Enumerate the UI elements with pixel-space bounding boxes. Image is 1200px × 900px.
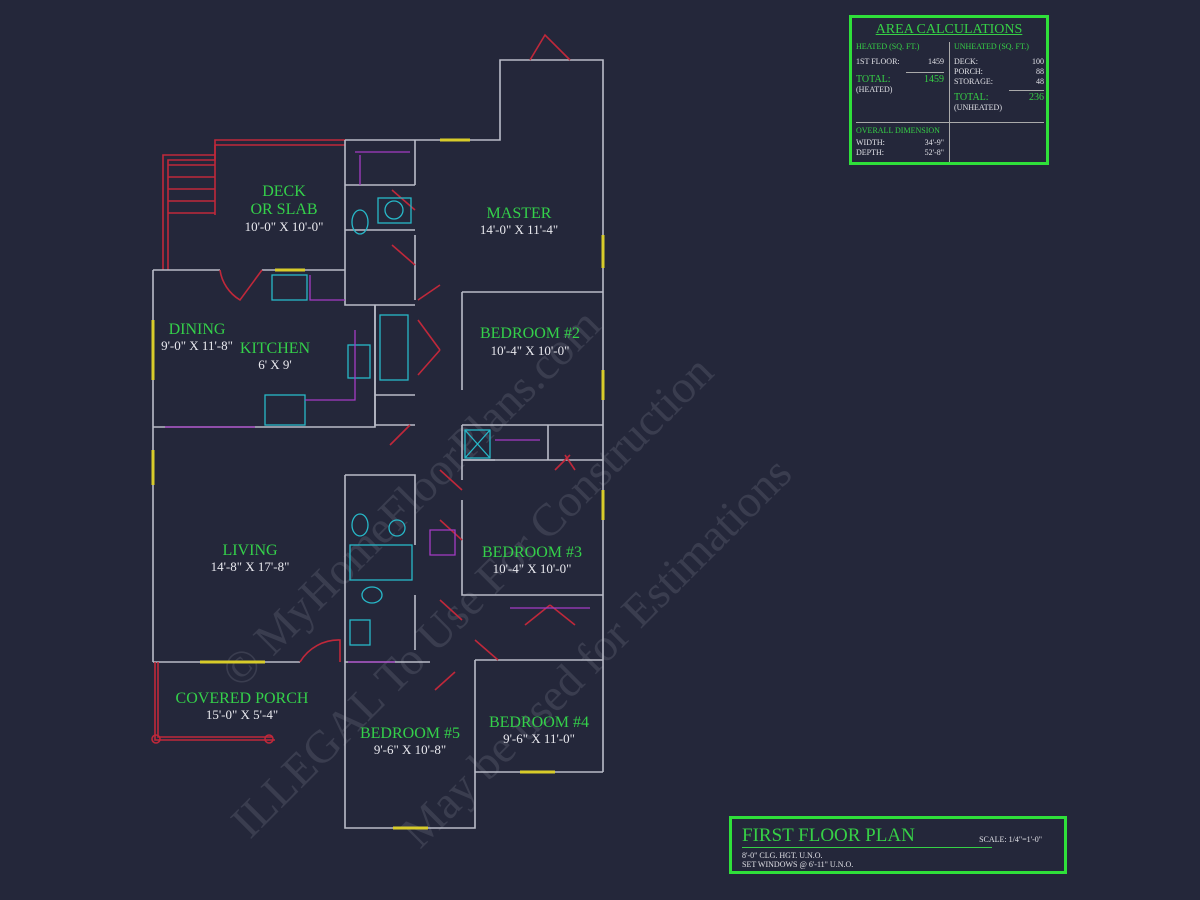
room-dim-bedroom4: 9'-6" X 11'-0" bbox=[503, 731, 575, 746]
unheated-total-label: TOTAL: bbox=[954, 92, 989, 103]
room-dim-bedroom2: 10'-4" X 10'-0" bbox=[491, 343, 570, 358]
unheated-total-sub: (UNHEATED) bbox=[954, 103, 1002, 112]
value: 88 bbox=[1036, 67, 1044, 76]
unheated-row: PORCH: 88 bbox=[954, 67, 1044, 77]
width-label: WIDTH: bbox=[856, 138, 885, 147]
room-name-bedroom2: BEDROOM #2 bbox=[480, 325, 580, 342]
depth-value: 52'-8" bbox=[924, 148, 944, 157]
heated-total-sub: (HEATED) bbox=[856, 85, 893, 94]
room-alt-deck: OR SLAB bbox=[250, 201, 317, 218]
unheated-header: UNHEATED (SQ. FT.) bbox=[954, 42, 1029, 51]
heated-total: 1459 bbox=[924, 74, 944, 85]
heated-row: 1ST FLOOR: 1459 bbox=[856, 57, 944, 67]
dimension-header: OVERALL DIMENSION bbox=[856, 126, 940, 135]
heated-total-label: TOTAL: bbox=[856, 74, 891, 85]
value: 48 bbox=[1036, 77, 1044, 86]
room-name-dining: DINING bbox=[169, 321, 226, 338]
fixtures bbox=[165, 151, 590, 663]
deck-outline bbox=[162, 139, 345, 270]
porch-post bbox=[264, 734, 274, 744]
heated-header: HEATED (SQ. FT.) bbox=[856, 42, 920, 51]
room-name-bedroom3: BEDROOM #3 bbox=[482, 544, 582, 561]
value: 100 bbox=[1032, 57, 1044, 66]
room-labels: DECK OR SLAB 10'-0" X 10'-0" MASTER 14'-… bbox=[161, 183, 589, 757]
label: STORAGE: bbox=[954, 77, 993, 86]
room-dim-master: 14'-0" X 11'-4" bbox=[480, 222, 558, 237]
label: 1ST FLOOR: bbox=[856, 57, 900, 66]
room-name-deck: DECK bbox=[262, 183, 306, 200]
label: DECK: bbox=[954, 57, 978, 66]
room-dim-deck: 10'-0" X 10'-0" bbox=[245, 219, 324, 234]
room-dim-living: 14'-8" X 17'-8" bbox=[211, 559, 290, 574]
area-title: AREA CALCULATIONS bbox=[875, 22, 1023, 37]
plan-note: SET WINDOWS @ 6'-11" U.N.O. bbox=[742, 860, 854, 869]
room-name-bedroom4: BEDROOM #4 bbox=[489, 714, 589, 731]
room-name-kitchen: KITCHEN bbox=[240, 340, 311, 357]
room-name-living: LIVING bbox=[222, 542, 278, 559]
width-value: 34'-9" bbox=[924, 138, 944, 147]
plan-title: FIRST FLOOR PLAN bbox=[742, 825, 992, 848]
title-block: FIRST FLOOR PLAN SCALE: 1/4"=1'-0" 8'-0"… bbox=[729, 816, 1067, 874]
label: PORCH: bbox=[954, 67, 983, 76]
watermark-line: May be used for Estimations bbox=[391, 447, 801, 857]
plan-scale: SCALE: 1/4"=1'-0" bbox=[979, 835, 1042, 844]
unheated-total: 236 bbox=[1029, 92, 1044, 103]
room-dim-bedroom5: 9'-6" X 10'-8" bbox=[374, 742, 446, 757]
value: 1459 bbox=[928, 57, 944, 66]
watermark: © MyHomeFloorPlans.com ILLEGAL To Use Fo… bbox=[211, 298, 801, 857]
room-dim-kitchen: 6' X 9' bbox=[258, 357, 292, 372]
room-name-porch: COVERED PORCH bbox=[176, 690, 309, 707]
room-dim-porch: 15'-0" X 5'-4" bbox=[206, 707, 278, 722]
unheated-row: DECK: 100 bbox=[954, 57, 1044, 67]
unheated-row: STORAGE: 48 bbox=[954, 77, 1044, 87]
depth-label: DEPTH: bbox=[856, 148, 884, 157]
plan-note: 8'-0" CLG. HGT. U.N.O. bbox=[742, 851, 823, 860]
area-calculations-table: AREA CALCULATIONS HEATED (SQ. FT.) 1ST F… bbox=[849, 15, 1049, 165]
room-name-bedroom5: BEDROOM #5 bbox=[360, 725, 460, 742]
porch-post bbox=[151, 734, 161, 744]
room-dim-bedroom3: 10'-4" X 10'-0" bbox=[493, 561, 572, 576]
room-name-master: MASTER bbox=[487, 205, 552, 222]
porch-outline bbox=[154, 662, 275, 741]
windows bbox=[151, 138, 605, 830]
room-dim-dining: 9'-0" X 11'-8" bbox=[161, 338, 233, 353]
